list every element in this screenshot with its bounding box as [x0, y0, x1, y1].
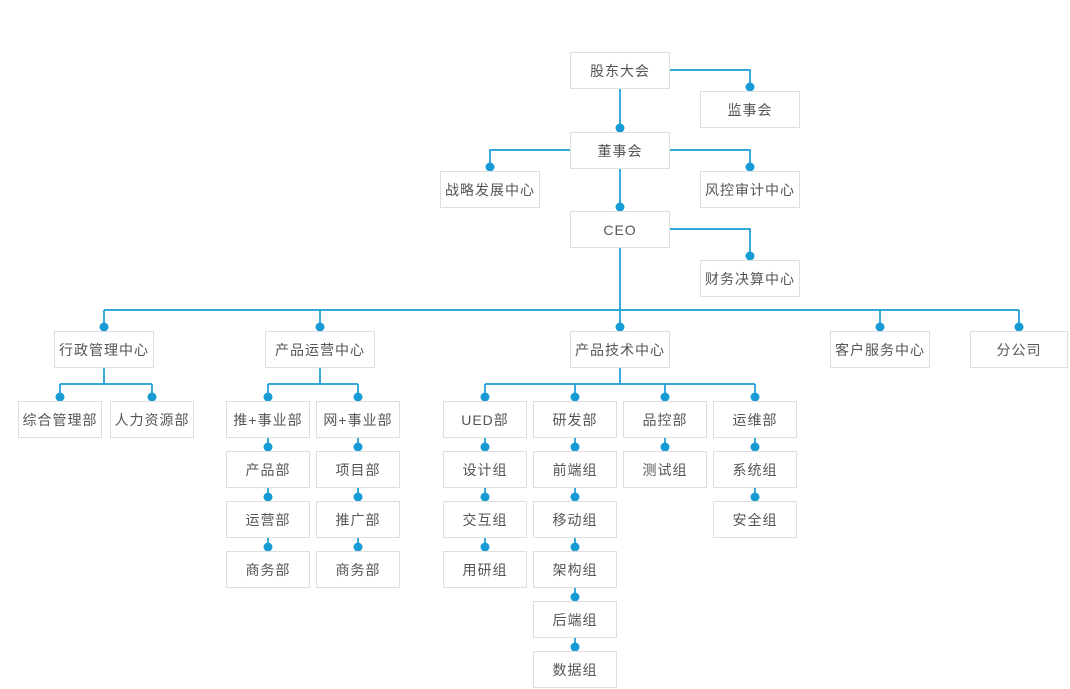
node-testing-group: 测试组	[623, 451, 707, 488]
junction-dot	[745, 162, 755, 172]
node-operations-dept: 运营部	[226, 501, 310, 538]
junction-dot	[570, 442, 580, 452]
node-product-dept: 产品部	[226, 451, 310, 488]
junction-dot	[750, 392, 760, 402]
connector-line	[670, 228, 751, 256]
node-data-group: 数据组	[533, 651, 617, 688]
junction-dot	[615, 202, 625, 212]
junction-dot	[480, 492, 490, 502]
junction-dot	[480, 392, 490, 402]
node-quality-control-dept: 品控部	[623, 401, 707, 438]
junction-dot	[750, 492, 760, 502]
node-human-resources-dept: 人力资源部	[110, 401, 194, 438]
node-board-of-directors: 董事会	[570, 132, 670, 169]
junction-dot	[353, 442, 363, 452]
junction-dot	[480, 542, 490, 552]
node-branch-company: 分公司	[970, 331, 1068, 368]
node-risk-audit-center: 风控审计中心	[700, 171, 800, 208]
node-admin-management-center: 行政管理中心	[54, 331, 154, 368]
junction-dot	[570, 492, 580, 502]
node-financial-accounting-center: 财务决算中心	[700, 260, 800, 297]
junction-dot	[570, 542, 580, 552]
junction-dot	[570, 642, 580, 652]
node-user-research-group: 用研组	[443, 551, 527, 588]
junction-dot	[480, 442, 490, 452]
junction-dot	[55, 392, 65, 402]
junction-dot	[660, 442, 670, 452]
junction-dot	[263, 442, 273, 452]
node-rd-dept: 研发部	[533, 401, 617, 438]
junction-dot	[99, 322, 109, 332]
connector-line	[670, 149, 751, 167]
junction-dot	[615, 322, 625, 332]
node-business-dept-2: 商务部	[316, 551, 400, 588]
junction-dot	[875, 322, 885, 332]
node-backend-group: 后端组	[533, 601, 617, 638]
node-product-operations-center: 产品运营中心	[265, 331, 375, 368]
node-business-dept-1: 商务部	[226, 551, 310, 588]
junction-dot	[263, 492, 273, 502]
node-general-management-dept: 综合管理部	[18, 401, 102, 438]
node-customer-service-center: 客户服务中心	[830, 331, 930, 368]
node-shareholders-meeting: 股东大会	[570, 52, 670, 89]
node-tui-plus-division: 推+事业部	[226, 401, 310, 438]
node-mobile-group: 移动组	[533, 501, 617, 538]
node-frontend-group: 前端组	[533, 451, 617, 488]
node-interaction-group: 交互组	[443, 501, 527, 538]
node-project-dept: 项目部	[316, 451, 400, 488]
junction-dot	[353, 492, 363, 502]
junction-dot	[570, 392, 580, 402]
junction-dot	[315, 322, 325, 332]
junction-dot	[745, 82, 755, 92]
node-system-group: 系统组	[713, 451, 797, 488]
connector-line	[670, 69, 751, 87]
junction-dot	[750, 442, 760, 452]
node-architecture-group: 架构组	[533, 551, 617, 588]
node-ued-dept: UED部	[443, 401, 527, 438]
junction-dot	[570, 592, 580, 602]
junction-dot	[263, 542, 273, 552]
junction-dot	[263, 392, 273, 402]
node-design-group: 设计组	[443, 451, 527, 488]
junction-dot	[660, 392, 670, 402]
junction-dot	[353, 392, 363, 402]
node-wang-plus-division: 网+事业部	[316, 401, 400, 438]
node-strategy-development-center: 战略发展中心	[440, 171, 540, 208]
node-product-technology-center: 产品技术中心	[570, 331, 670, 368]
junction-dot	[353, 542, 363, 552]
junction-dot	[1014, 322, 1024, 332]
node-supervisory-board: 监事会	[700, 91, 800, 128]
junction-dot	[615, 123, 625, 133]
node-ops-dept: 运维部	[713, 401, 797, 438]
connector-line	[489, 149, 570, 167]
junction-dot	[147, 392, 157, 402]
junction-dot	[745, 251, 755, 261]
node-promotion-dept: 推广部	[316, 501, 400, 538]
junction-dot	[485, 162, 495, 172]
node-ceo: CEO	[570, 211, 670, 248]
node-security-group: 安全组	[713, 501, 797, 538]
